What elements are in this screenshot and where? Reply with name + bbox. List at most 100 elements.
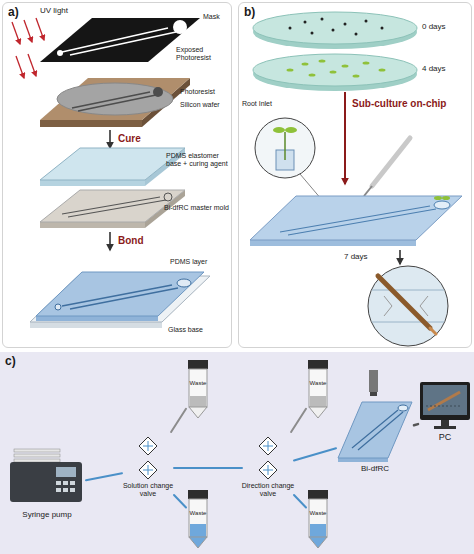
tube-label: Waste bbox=[306, 510, 330, 517]
seedling-leaf bbox=[285, 127, 297, 133]
seeds bbox=[289, 18, 384, 36]
panel: a) bbox=[2, 2, 232, 348]
wafer-side bbox=[142, 78, 190, 127]
process-arrow bbox=[109, 130, 111, 148]
chip-top bbox=[338, 402, 412, 458]
tubing-connector bbox=[414, 424, 418, 425]
waste-tube: Waste bbox=[306, 490, 330, 550]
syringe bbox=[14, 449, 60, 452]
valve-symbols bbox=[139, 437, 277, 479]
chip-channels bbox=[352, 410, 403, 450]
computer: PC bbox=[418, 380, 472, 452]
chip-inlet bbox=[177, 279, 191, 287]
waste-tube: Waste bbox=[306, 360, 330, 420]
tube-body bbox=[309, 369, 327, 407]
petri-dish bbox=[253, 54, 417, 91]
chip-side bbox=[338, 458, 388, 462]
valve-symbol bbox=[259, 461, 277, 479]
device-label: Direction change valve bbox=[234, 482, 302, 498]
tubing-connector bbox=[294, 448, 336, 460]
chip-inlet bbox=[434, 201, 450, 209]
tube-body bbox=[309, 499, 327, 537]
device-label: Solution change valve bbox=[114, 482, 182, 498]
pump-keypad bbox=[56, 481, 75, 492]
valve-symbol bbox=[139, 437, 157, 455]
wafer-side bbox=[40, 120, 142, 127]
photomask bbox=[40, 18, 200, 62]
tube-label: Waste bbox=[306, 380, 330, 387]
monitor-screen bbox=[423, 385, 467, 415]
tube-cap bbox=[188, 490, 208, 499]
waste-tube bbox=[308, 360, 328, 418]
pc-monitor bbox=[420, 382, 470, 429]
step-label: Cure bbox=[118, 133, 158, 145]
tube-liquid bbox=[310, 524, 326, 537]
tubing-connector bbox=[294, 495, 306, 507]
mask-pattern bbox=[173, 20, 187, 34]
panel: b) bbox=[238, 2, 472, 348]
dish-agar bbox=[253, 12, 417, 44]
tube-liquid bbox=[310, 396, 326, 407]
time-label: 0 days bbox=[422, 22, 470, 31]
part-label: PDMS elastomer base + curing agent bbox=[166, 152, 230, 168]
panel-background bbox=[0, 352, 474, 554]
pipette-tip bbox=[364, 186, 372, 196]
mold-channels bbox=[62, 197, 166, 217]
mask-plate bbox=[40, 18, 200, 62]
seedling-stem bbox=[284, 132, 286, 160]
tube-cap bbox=[188, 360, 208, 369]
process-arrow bbox=[399, 250, 401, 264]
tubing-connector bbox=[291, 409, 306, 432]
part-label: PDMS layer bbox=[170, 258, 230, 266]
root bbox=[378, 276, 430, 328]
channel-wall bbox=[372, 290, 444, 322]
tube-cap bbox=[308, 490, 328, 499]
part-label: Photoresist bbox=[180, 88, 230, 96]
uv-arrow bbox=[28, 54, 36, 76]
valve: Direction change valve bbox=[242, 432, 294, 504]
part-label: Glass base bbox=[168, 326, 228, 334]
wafer-top bbox=[40, 78, 190, 120]
part-label: Root Inlet bbox=[242, 100, 280, 108]
mold-channels bbox=[164, 193, 172, 201]
syringe-pump bbox=[10, 449, 82, 502]
seedlings bbox=[287, 59, 386, 77]
tube-tip bbox=[309, 407, 327, 418]
dish-rim bbox=[253, 15, 417, 49]
tube-tip bbox=[189, 407, 207, 418]
exposed-pattern bbox=[153, 87, 163, 97]
pump-body bbox=[10, 462, 82, 502]
chip-port bbox=[55, 304, 61, 310]
tube-cap bbox=[308, 360, 328, 369]
tubing-connector bbox=[174, 495, 186, 507]
pdms-top bbox=[36, 272, 204, 316]
tube-tip bbox=[309, 537, 327, 548]
uv-arrow bbox=[36, 18, 44, 40]
pdms-side bbox=[40, 180, 145, 186]
valve-ports bbox=[143, 441, 273, 475]
mask-pattern bbox=[62, 28, 176, 55]
silicon-wafer bbox=[40, 78, 190, 127]
root-zoom bbox=[368, 266, 448, 346]
trap-structure bbox=[384, 296, 428, 316]
monitor-base bbox=[434, 426, 456, 429]
part-label: Bi-dfRC master mold bbox=[164, 204, 230, 212]
seedling-leaf bbox=[434, 196, 442, 200]
root-tip bbox=[430, 328, 436, 334]
tubing-connector bbox=[171, 409, 186, 432]
mold-top bbox=[40, 190, 185, 222]
zoom-leader bbox=[300, 174, 322, 200]
pipette bbox=[372, 138, 410, 186]
mask-pattern bbox=[57, 50, 63, 56]
tubing-connector bbox=[86, 473, 122, 480]
monitor-stand bbox=[441, 420, 449, 426]
waste-tube bbox=[308, 490, 328, 548]
petri-dish bbox=[253, 12, 417, 49]
syringe-pump: Syringe pump bbox=[8, 444, 86, 532]
chip: Bi-dfRC bbox=[336, 396, 414, 478]
chip-inlet bbox=[398, 405, 408, 411]
valve-symbol bbox=[139, 461, 157, 479]
